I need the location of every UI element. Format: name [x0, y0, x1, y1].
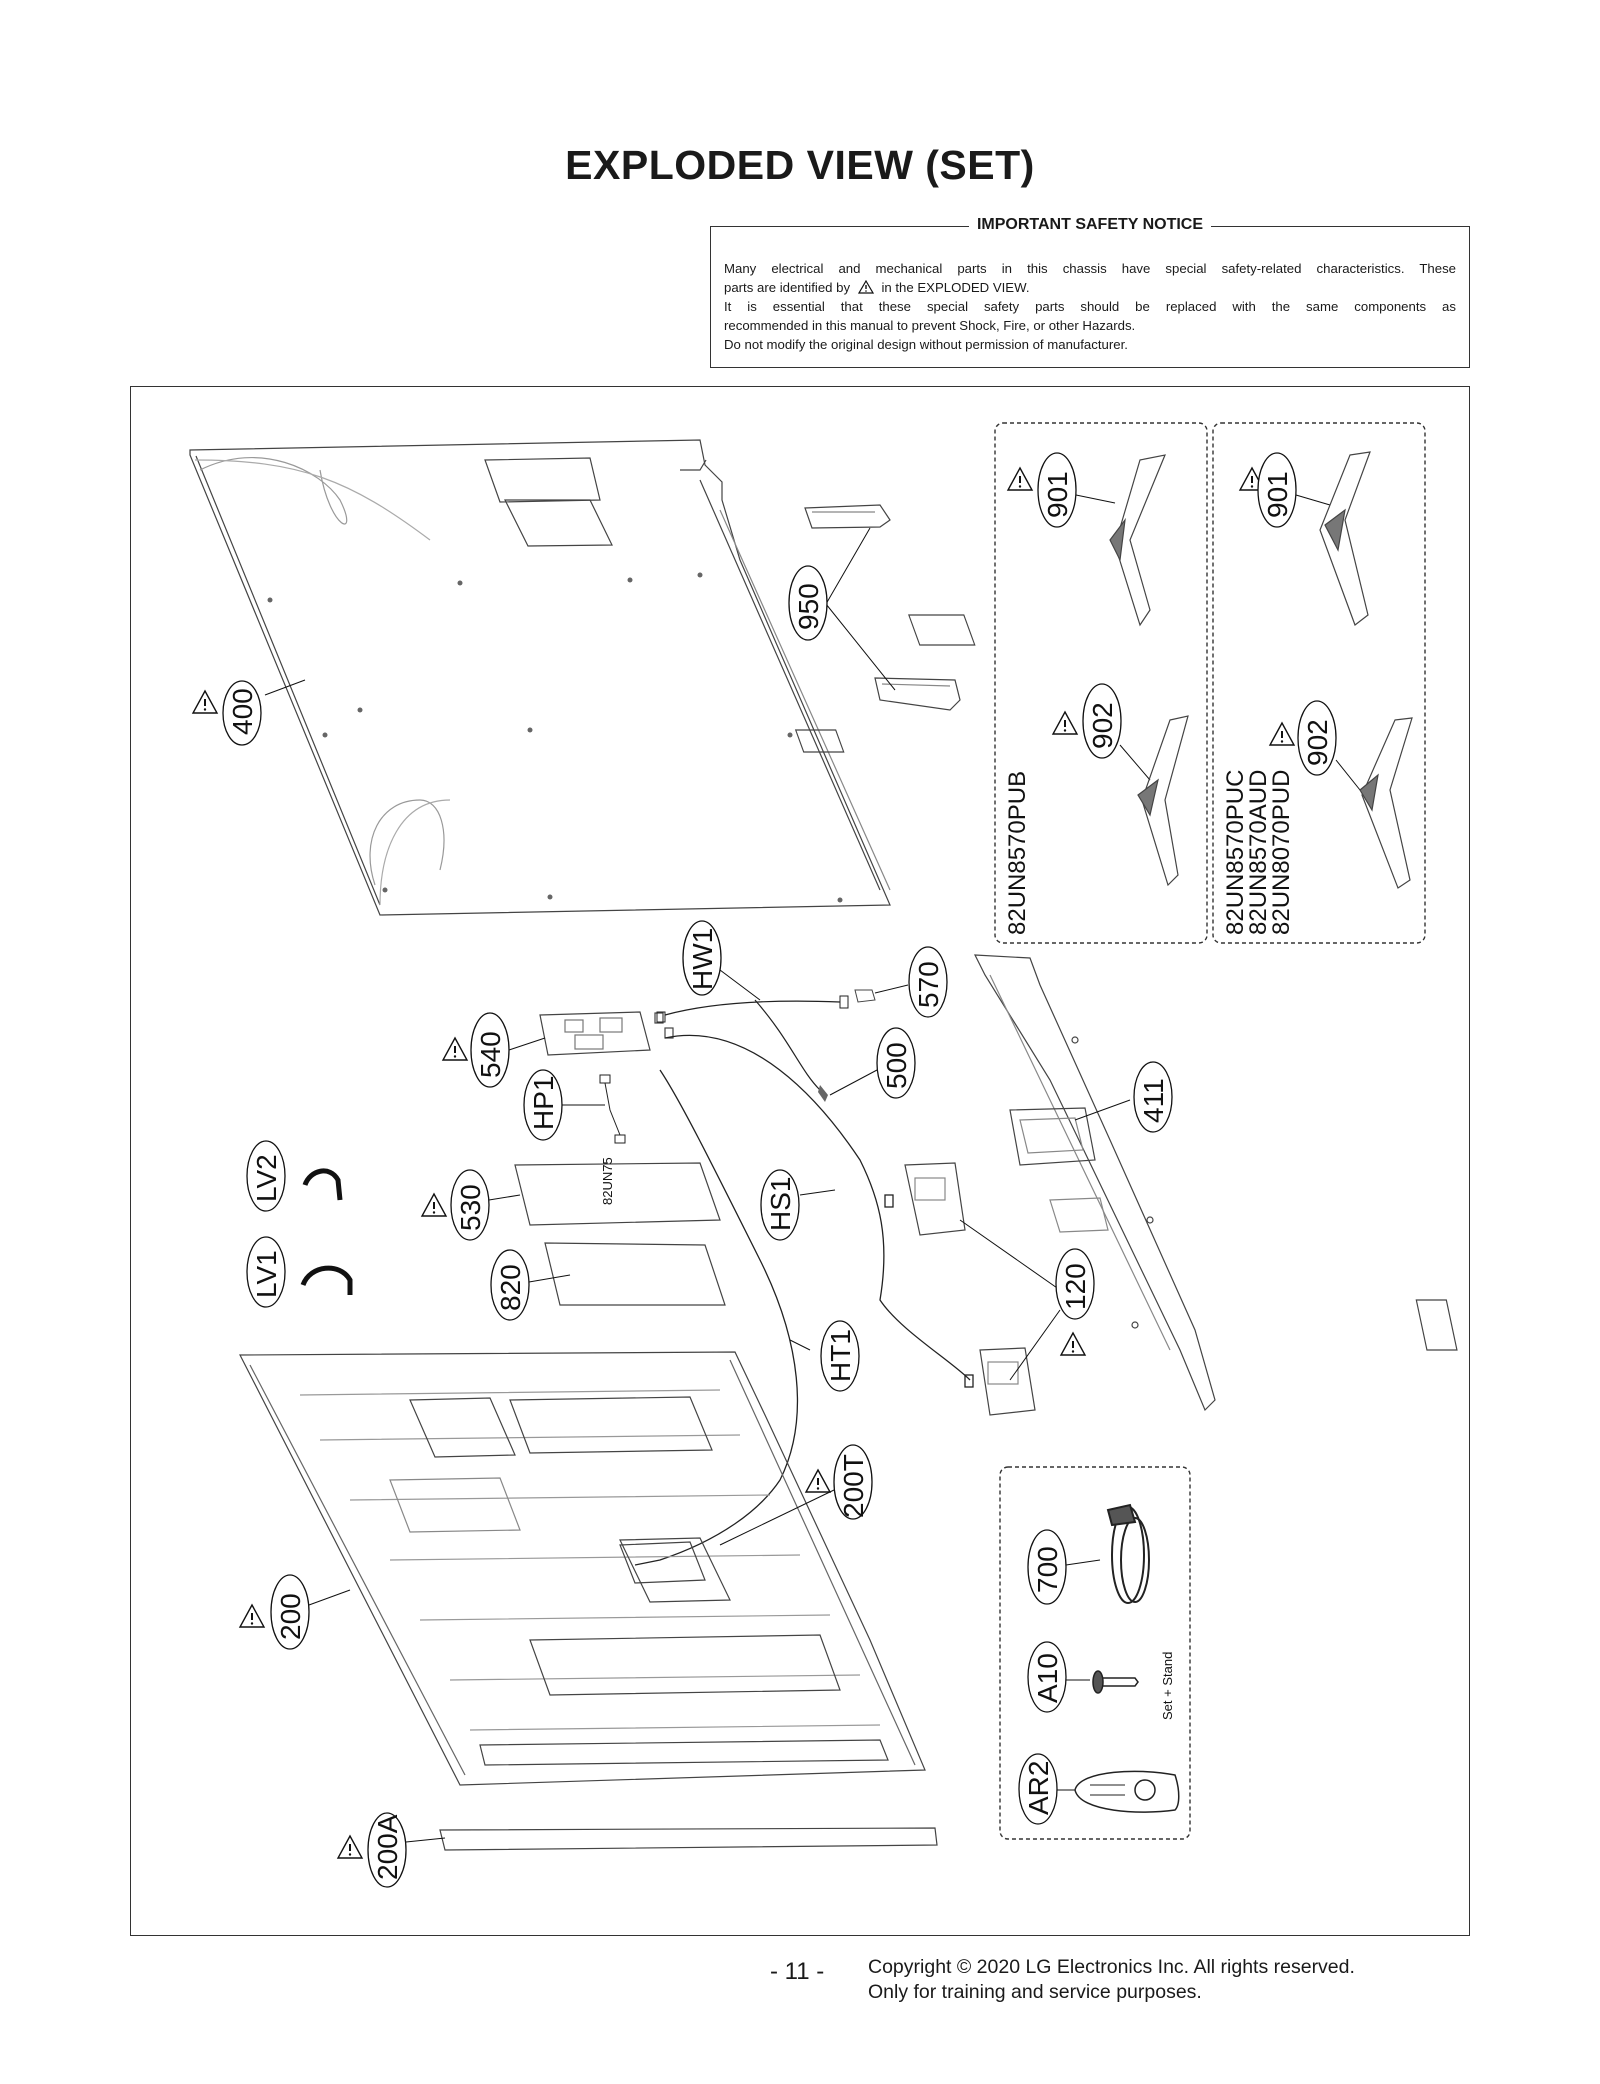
model-label-group-1: 82UN8570PUB	[1004, 771, 1031, 935]
board-cover-530-text: 82UN75	[600, 1157, 615, 1205]
part-label-901-b: 901	[1262, 471, 1293, 518]
part-label-200: 200	[275, 1593, 306, 1640]
part-label-200T: 200T	[838, 1454, 869, 1518]
part-label-HT1: HT1	[825, 1329, 856, 1382]
part-label-HP1: HP1	[528, 1076, 559, 1130]
part-label-200A: 200A	[372, 1814, 403, 1880]
stand-group-2-box	[1212, 422, 1426, 944]
speaker-drawing-120	[904, 1162, 1036, 1416]
notice-line-1: Many electrical and mechanical parts in …	[724, 261, 1456, 276]
guide-bar-drawing-200A	[439, 1827, 938, 1851]
screw-drawing-A10	[1092, 1670, 1139, 1694]
part-label-LV1: LV1	[251, 1250, 282, 1298]
part-label-LV2: LV2	[251, 1154, 282, 1202]
warning-triangle-icon	[857, 280, 874, 294]
accessories-box	[999, 1466, 1191, 1840]
page-number: - 11 -	[770, 1958, 825, 1985]
board-cover-drawing-530	[514, 1162, 721, 1226]
back-cover-holes	[267, 572, 843, 903]
part-label-700: 700	[1032, 1546, 1063, 1593]
stand-foot-901-b	[1319, 451, 1371, 626]
part-label-540: 540	[475, 1031, 506, 1078]
main-board-drawing-540	[539, 1011, 674, 1056]
stand-bracket-drawing-411	[974, 954, 1458, 1412]
notice-line-5: Do not modify the original design withou…	[724, 337, 1128, 352]
part-label-AR2: AR2	[1023, 1761, 1054, 1815]
part-label-500: 500	[881, 1042, 912, 1089]
back-cover-drawing	[189, 439, 976, 916]
model-label-group-2-line-1: 82UN8570PUC	[1222, 770, 1249, 935]
safety-notice-body: Many electrical and mechanical parts in …	[724, 259, 1456, 354]
part-label-A10: A10	[1032, 1653, 1063, 1703]
set-stand-note: Set + Stand	[1160, 1652, 1175, 1720]
part-label-950: 950	[793, 583, 824, 630]
model-label-group-2-line-3: 82UN8070PUD	[1268, 770, 1295, 935]
notice-line-4: recommended in this manual to prevent Sh…	[724, 318, 1136, 333]
notice-line-3: It is essential that these special safet…	[724, 299, 1456, 314]
part-label-400: 400	[227, 688, 258, 735]
copyright-line-1: Copyright © 2020 LG Electronics Inc. All…	[868, 1956, 1355, 1978]
copyright-notice: Copyright © 2020 LG Electronics Inc. All…	[868, 1955, 1355, 2005]
part-label-HS1: HS1	[765, 1177, 796, 1231]
remote-control-drawing-AR2	[1074, 1770, 1180, 1813]
insulator-drawing-820	[544, 1242, 726, 1306]
stand-foot-902-b	[1359, 717, 1413, 889]
display-module-drawing-200	[239, 1351, 926, 1786]
part-label-902-a: 902	[1087, 702, 1118, 749]
copyright-line-2: Only for training and service purposes.	[868, 1981, 1202, 2003]
part-label-820: 820	[495, 1264, 526, 1311]
part-label-530: 530	[455, 1184, 486, 1231]
warning-icon-400	[192, 690, 218, 714]
part-label-HW1: HW1	[687, 928, 718, 990]
diagram-frame	[130, 386, 1470, 1936]
part-label-901-a: 901	[1042, 471, 1073, 518]
stand-foot-902-a	[1137, 715, 1189, 887]
part-label-120: 120	[1060, 1263, 1091, 1310]
notice-line-2: parts are identified by in the EXPLODED …	[724, 280, 1030, 295]
part-label-570: 570	[913, 961, 944, 1008]
stand-group-1-box	[994, 422, 1208, 944]
safety-notice-box: IMPORTANT SAFETY NOTICE Many electrical …	[710, 216, 1470, 368]
part-label-902-b: 902	[1302, 719, 1333, 766]
power-cord-drawing-700	[1106, 1503, 1150, 1604]
bracket-drawing-950	[804, 504, 961, 711]
model-label-group-2-line-2: 82UN8570AUD	[1245, 770, 1272, 935]
part-label-411: 411	[1138, 1078, 1169, 1123]
stand-foot-901-a	[1109, 454, 1166, 627]
safety-notice-heading: IMPORTANT SAFETY NOTICE	[968, 216, 1212, 233]
page-title: EXPLODED VIEW (SET)	[565, 142, 1035, 188]
